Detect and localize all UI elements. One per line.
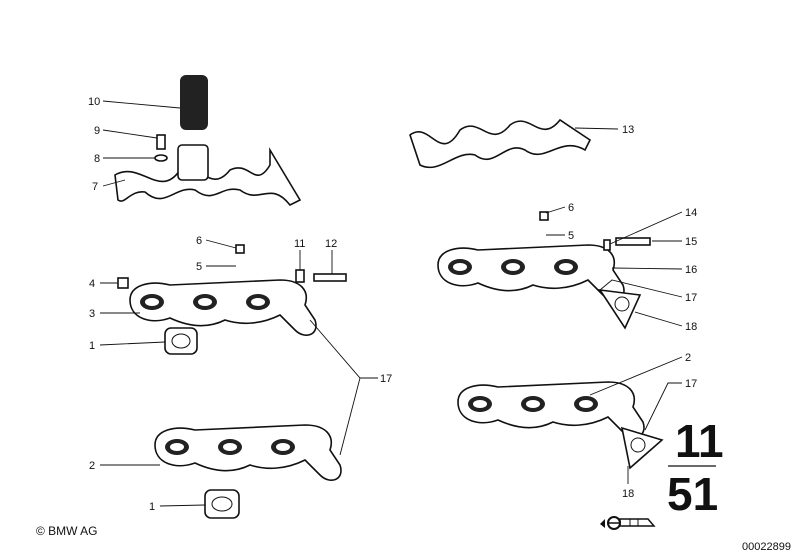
callout-4: 4: [89, 278, 95, 290]
callout-1b: 1: [149, 501, 155, 513]
callout-2: 2: [89, 460, 95, 472]
sensor-part-12: [313, 273, 347, 282]
callout-2r: 2: [685, 352, 691, 364]
washer-part-14: [603, 239, 611, 251]
heat-shield-left: [114, 75, 302, 207]
heat-shield-right: [409, 118, 592, 168]
callout-10: 10: [88, 96, 100, 108]
callout-17: 17: [380, 373, 392, 385]
callout-18rb: 18: [622, 488, 634, 500]
callout-1: 1: [89, 340, 95, 352]
stud-part-6-left: [235, 244, 245, 254]
callout-18r: 18: [685, 321, 697, 333]
group-number: 11 51: [667, 415, 724, 520]
washer-part-11: [295, 269, 305, 283]
callout-16: 16: [685, 264, 697, 276]
callout-15: 15: [685, 236, 697, 248]
group-number-bottom: 51: [667, 468, 718, 520]
gasket-1-top: [164, 327, 198, 355]
callout-5: 5: [196, 261, 202, 273]
callout-17r: 17: [685, 292, 697, 304]
stud-part-6-right: [539, 211, 549, 221]
engine-symbol-icon: [600, 516, 656, 530]
callout-13: 13: [622, 124, 634, 136]
callout-6: 6: [196, 235, 202, 247]
gasket-18-bottom: [620, 426, 664, 470]
callout-5r: 5: [568, 230, 574, 242]
callout-17rb: 17: [685, 378, 697, 390]
leader-lines: [99, 100, 683, 507]
callout-6r: 6: [568, 202, 574, 214]
callout-14: 14: [685, 207, 697, 219]
exhaust-manifold-front-left: [129, 279, 317, 337]
callout-12: 12: [325, 238, 337, 250]
callout-11: 11: [294, 238, 305, 250]
plug-part-4: [117, 277, 129, 289]
exhaust-manifold-rear-right: [457, 381, 645, 439]
callout-7: 7: [92, 181, 98, 193]
callout-labels: 10 9 8 7 6 5 11 12 4 3 1 17 2 1 13 6 5 1…: [88, 96, 697, 513]
callout-8: 8: [94, 153, 100, 165]
gasket-18-top: [598, 288, 642, 330]
sleeve-part-10: [180, 75, 208, 130]
gasket-1-bottom: [204, 489, 240, 519]
document-number: 00022899: [742, 541, 791, 553]
exhaust-manifold-front-right: [437, 244, 625, 302]
exhaust-manifold-rear-left: [154, 424, 342, 482]
group-number-top: 11: [675, 415, 724, 467]
copyright-text: © BMW AG: [36, 524, 98, 538]
callout-9: 9: [94, 125, 100, 137]
callout-3: 3: [89, 308, 95, 320]
